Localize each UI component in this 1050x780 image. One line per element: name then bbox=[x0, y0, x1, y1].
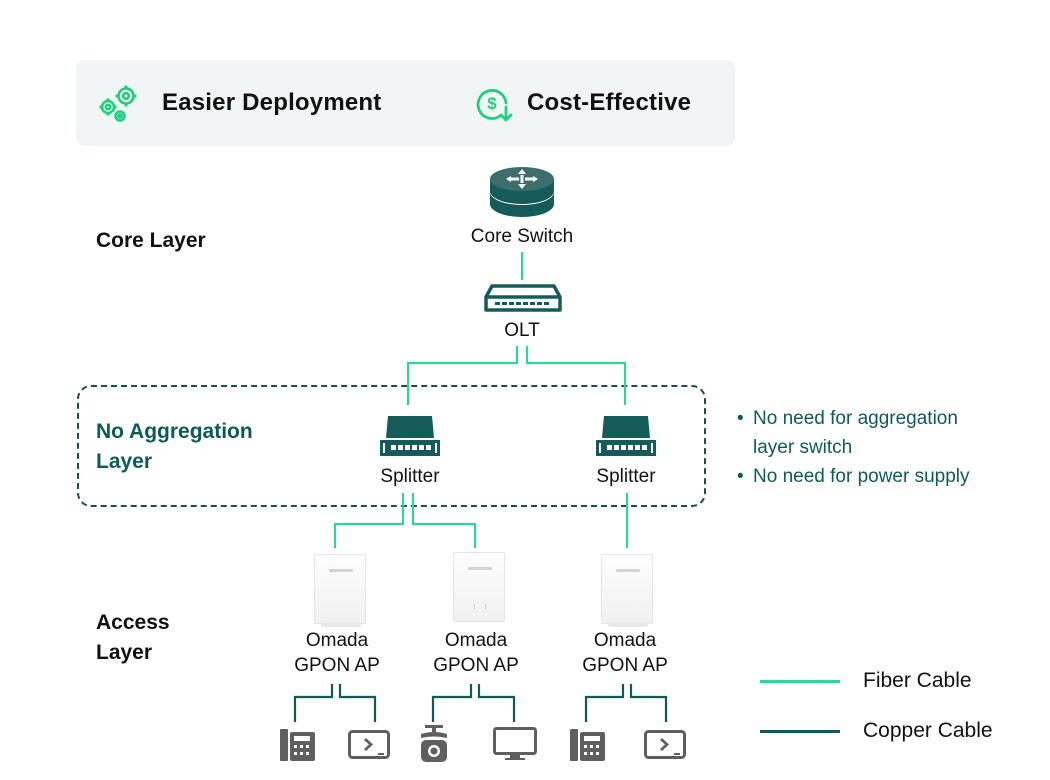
access-label-line1: Access bbox=[96, 611, 170, 634]
core-switch-icon bbox=[490, 167, 554, 217]
gpon-ap-device bbox=[314, 554, 366, 627]
bullet: • bbox=[737, 408, 744, 429]
fiber-splitter-to-ap1 bbox=[333, 493, 405, 548]
note-item: • No need for power supply bbox=[737, 462, 970, 491]
legend-label: Fiber Cable bbox=[863, 669, 972, 692]
feature-label: Easier Deployment bbox=[162, 89, 382, 116]
benefit-notes: • No need for aggregation layer switch •… bbox=[737, 404, 970, 491]
legend-fiber: Fiber Cable bbox=[760, 669, 972, 693]
ap-label-line2: GPON AP bbox=[294, 655, 380, 676]
feature-label: Cost-Effective bbox=[527, 89, 692, 116]
copper-ap2-right bbox=[477, 684, 516, 722]
access-layer-label: Access Layer bbox=[96, 608, 170, 668]
monitor-icon bbox=[493, 727, 537, 760]
fiber-olt-to-splitter-right bbox=[525, 346, 627, 405]
dollar-down-icon: $ bbox=[476, 89, 513, 122]
aggregation-label-line2: Layer bbox=[96, 450, 153, 473]
ap-label-line2: GPON AP bbox=[582, 655, 668, 676]
legend-copper: Copper Cable bbox=[760, 719, 993, 743]
core-switch-label: Core Switch bbox=[470, 226, 574, 247]
aggregation-layer-label: No Aggregation Layer bbox=[96, 417, 253, 477]
gpon-ap-device bbox=[453, 552, 505, 622]
ap-label: Omada GPON AP bbox=[433, 628, 519, 678]
svg-text:$: $ bbox=[487, 94, 497, 113]
ip-phone-icon bbox=[280, 729, 315, 761]
ip-phone-icon bbox=[570, 729, 605, 761]
media-player-icon bbox=[348, 730, 390, 759]
splitter-icon bbox=[596, 416, 656, 456]
copper-ap1-left bbox=[293, 684, 334, 722]
fiber-swatch bbox=[760, 679, 840, 683]
ap-label-line1: Omada bbox=[305, 630, 369, 651]
olt-icon bbox=[484, 284, 562, 312]
bullet: • bbox=[737, 466, 744, 487]
splitter-label: Splitter bbox=[596, 466, 656, 487]
ap-label-line2: GPON AP bbox=[433, 655, 519, 676]
note-text: No need for power supply bbox=[753, 466, 970, 487]
gpon-ap-device bbox=[601, 554, 653, 627]
ap-label-line1: Omada bbox=[593, 630, 657, 651]
gears-icon bbox=[99, 85, 137, 122]
copper-cables bbox=[293, 684, 668, 722]
access-label-line2: Layer bbox=[96, 641, 153, 664]
copper-ap2-left bbox=[431, 684, 473, 722]
feature-banner: Easier Deployment $ Cost-Effective bbox=[76, 60, 735, 146]
legend-label: Copper Cable bbox=[863, 719, 993, 742]
splitter-label: Splitter bbox=[380, 466, 440, 487]
ap-label: Omada GPON AP bbox=[294, 628, 380, 678]
copper-ap3-right bbox=[629, 684, 668, 722]
copper-ap3-left bbox=[584, 684, 625, 722]
note-text: layer switch bbox=[753, 437, 853, 458]
aggregation-label-line1: No Aggregation bbox=[96, 420, 253, 443]
fiber-splitter-to-ap2 bbox=[411, 493, 477, 548]
feature-easier-deployment: Easier Deployment bbox=[96, 60, 381, 146]
ap-label-line1: Omada bbox=[444, 630, 508, 651]
camera-icon bbox=[421, 725, 447, 762]
note-item-continued: layer switch bbox=[737, 433, 970, 462]
olt-label: OLT bbox=[504, 320, 540, 341]
copper-swatch bbox=[760, 729, 840, 733]
note-text: No need for aggregation bbox=[753, 408, 958, 429]
copper-ap1-right bbox=[338, 684, 377, 722]
ap-label: Omada GPON AP bbox=[582, 628, 668, 678]
fiber-cables bbox=[333, 252, 629, 548]
no-aggregation-zone bbox=[77, 385, 706, 507]
core-layer-label: Core Layer bbox=[96, 229, 206, 252]
fiber-olt-to-splitter-left bbox=[406, 346, 519, 405]
feature-cost-effective: $ Cost-Effective bbox=[474, 60, 691, 146]
note-item: • No need for aggregation bbox=[737, 404, 970, 433]
media-player-icon bbox=[644, 730, 686, 759]
splitter-icon bbox=[380, 416, 440, 456]
